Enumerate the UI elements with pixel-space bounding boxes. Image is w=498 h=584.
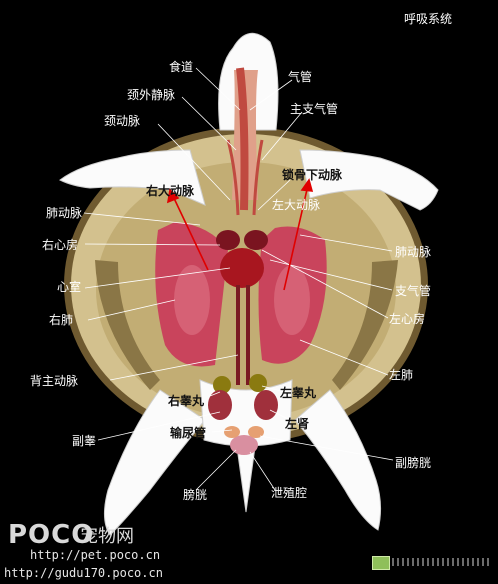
label-main-bronchus: 主支气管 xyxy=(290,102,339,116)
label-trachea: 气管 xyxy=(288,70,313,84)
label-pulmonary-artery-right-side: 肺动脉 xyxy=(395,245,432,259)
label-bronchus: 支气管 xyxy=(395,284,432,298)
label-subclavian-artery: 锁骨下动脉 xyxy=(282,168,343,182)
trachea-esophagus xyxy=(226,67,264,216)
watermark-brand-cn: 宠物网 xyxy=(80,526,134,547)
label-left-lung: 左肺 xyxy=(389,368,414,382)
label-esophagus: 食道 xyxy=(169,60,194,74)
corner-logo-icon xyxy=(372,556,390,570)
lungs xyxy=(155,222,327,367)
red-arrows xyxy=(166,178,314,291)
label-epididymis: 副睾 xyxy=(72,434,97,448)
label-left-testis: 左睾丸 xyxy=(280,386,317,400)
label-bladder: 膀胱 xyxy=(183,488,208,502)
label-dorsal-aorta: 背主动脉 xyxy=(30,374,79,388)
label-external-jugular-vein: 颈外静脉 xyxy=(127,88,176,102)
dorsal-aorta xyxy=(236,285,250,385)
watermark-url-gudu: http://gudu170.poco.cn xyxy=(4,566,163,580)
bladder xyxy=(230,435,258,455)
label-pulmonary-artery-left-side: 肺动脉 xyxy=(46,206,83,220)
label-ventricle: 心室 xyxy=(57,280,82,294)
label-left-atrium: 左心房 xyxy=(389,312,426,326)
left-kidney xyxy=(254,390,278,420)
diagram-title: 呼吸系统 xyxy=(404,12,453,26)
watermark-url-pet: http://pet.poco.cn xyxy=(30,548,161,562)
label-cloaca: 泄殖腔 xyxy=(271,486,308,500)
right-kidney xyxy=(208,390,232,420)
corner-dotted-decoration xyxy=(392,558,492,566)
accessory-bladder-right xyxy=(248,426,264,438)
label-accessory-bladder: 副膀胱 xyxy=(395,456,432,470)
label-left-kidney: 左肾 xyxy=(285,417,310,431)
label-right-lung: 右肺 xyxy=(49,313,74,327)
label-right-testis: 右睾丸 xyxy=(168,394,205,408)
heart xyxy=(216,230,268,288)
label-carotid-artery: 颈动脉 xyxy=(104,114,141,128)
left-testis xyxy=(249,374,267,392)
right-testis xyxy=(213,376,231,394)
label-right-atrium: 右心房 xyxy=(42,238,79,252)
watermark-brand: POCO xyxy=(8,520,95,550)
label-ureter: 输尿管 xyxy=(170,426,207,440)
accessory-bladder-left xyxy=(224,426,240,438)
label-right-aorta: 右大动脉 xyxy=(146,184,195,198)
label-left-aorta: 左大动脉 xyxy=(272,198,321,212)
